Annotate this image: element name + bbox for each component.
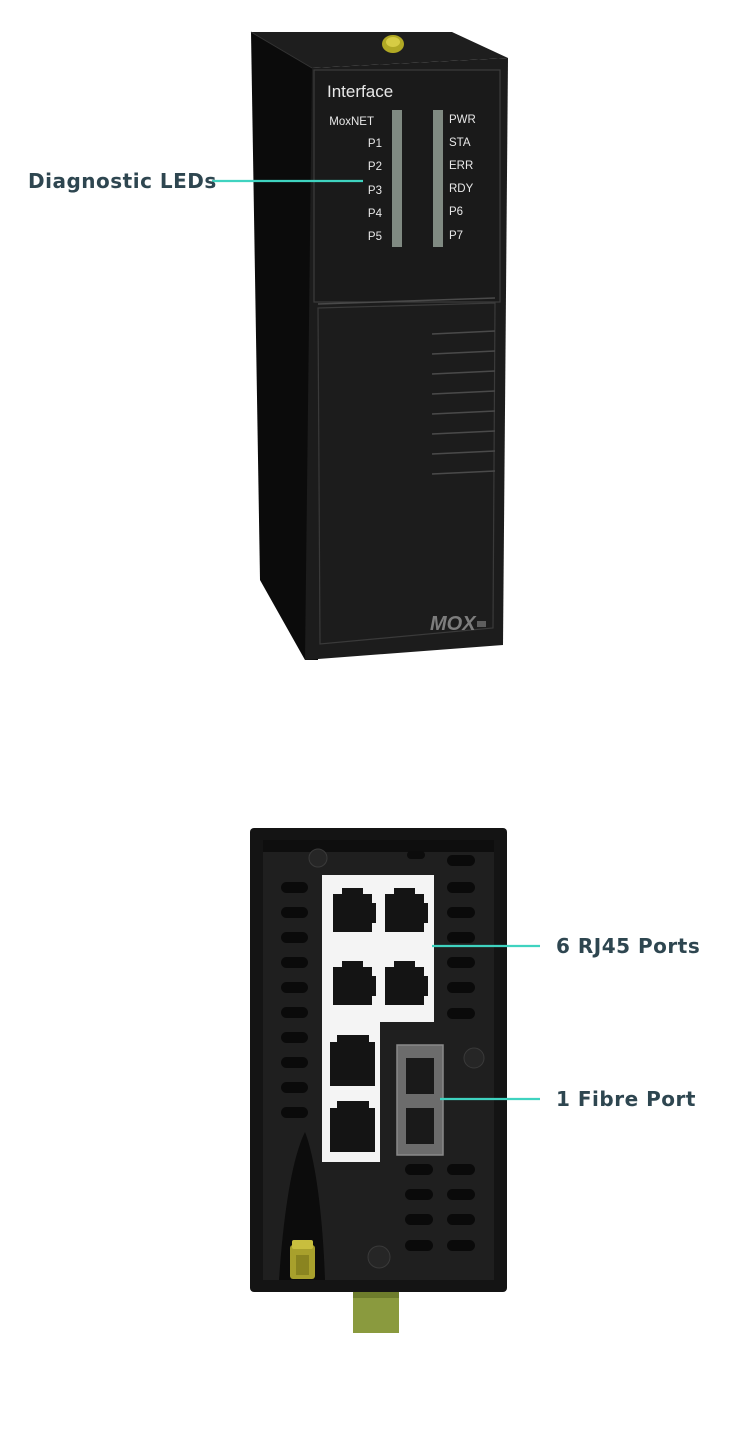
rj45-port-block [322, 875, 434, 1162]
label-panel [313, 69, 501, 303]
rj45-port [333, 961, 428, 1005]
led-label-p7: P7 [449, 230, 463, 242]
led-bar-left [392, 110, 402, 247]
bottom-view: 6 RJ45 Ports 1 Fibre Port [250, 828, 700, 1333]
led-bar-right [433, 110, 443, 247]
fibre-port [396, 1044, 444, 1156]
led-label-p5: P5 [368, 231, 382, 243]
led-label-p4: P4 [368, 208, 383, 220]
panel-title: Interface [327, 82, 393, 101]
terminal-screw [290, 1240, 315, 1279]
led-label-p1: P1 [368, 138, 382, 150]
housing-top [251, 32, 508, 68]
left-vent-slots [281, 882, 308, 1118]
led-label-sta: STA [449, 137, 471, 149]
svg-text:MOX: MOX [430, 613, 477, 635]
led-label-rdy: RDY [449, 183, 474, 195]
callout-fibre-port: 1 Fibre Port [556, 1087, 696, 1111]
led-label-pwr: PWR [449, 114, 476, 126]
lower-panel-frame [317, 302, 496, 645]
led-label-p2: P2 [368, 161, 382, 173]
led-label-p3: P3 [368, 185, 382, 197]
mox-logo: MOX [430, 613, 486, 635]
rj45-port [330, 1035, 375, 1152]
front-vents [431, 330, 496, 475]
front-view: Interface MoxNET P1 P2 P3 P4 P5 PWR STA … [28, 31, 508, 660]
right-vent-slots [405, 855, 475, 1251]
top-screw [382, 35, 404, 53]
callout-diagnostic-leds: Diagnostic LEDs [28, 169, 217, 193]
rail-clip [279, 1132, 325, 1280]
rj45-port [333, 888, 428, 932]
led-label-moxnet: MoxNET [329, 116, 374, 128]
led-label-p6: P6 [449, 206, 463, 218]
power-connector [353, 1292, 399, 1333]
callout-rj45-ports: 6 RJ45 Ports [556, 934, 700, 958]
housing-side [251, 32, 318, 660]
led-label-err: ERR [449, 160, 473, 172]
